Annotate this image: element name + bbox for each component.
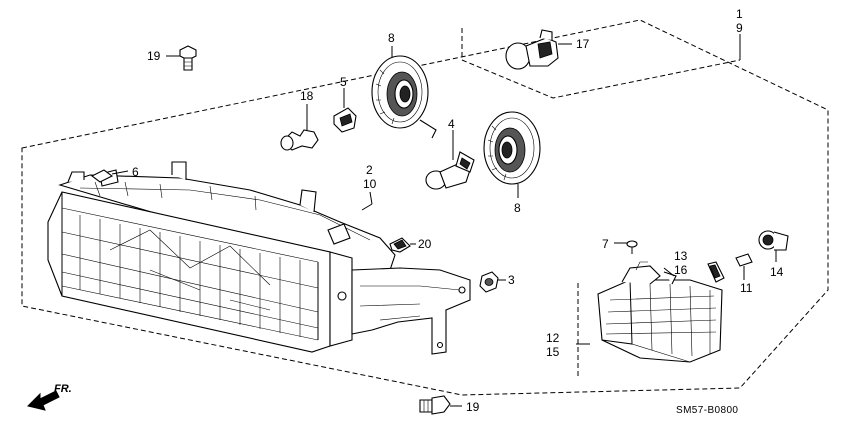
callout-4: 4: [448, 117, 455, 131]
callout-1: 1: [736, 7, 743, 21]
callout-3: 3: [508, 273, 515, 287]
part-8-cover-upper: [371, 46, 437, 139]
callout-2: 2: [366, 163, 373, 177]
callout-15: 15: [546, 345, 560, 359]
callout-6: 6: [132, 165, 139, 179]
callout-14: 14: [770, 265, 784, 279]
arrow-icon: [27, 390, 60, 411]
part-11-wedge-bulb: [707, 253, 753, 283]
front-direction-arrow: FR.: [27, 383, 72, 411]
callout-17: 17: [576, 37, 590, 51]
callout-5: 5: [340, 75, 347, 89]
part-5-socket: [333, 88, 357, 133]
callout-13: 13: [674, 249, 688, 263]
part-6-clip: [90, 169, 129, 183]
callout-16: 16: [674, 263, 688, 277]
callout-10: 10: [363, 177, 377, 191]
diagram-code: SM57-B0800: [676, 405, 738, 416]
part-17-bulb-socket: [505, 29, 572, 70]
part-18-bulb: [280, 104, 319, 151]
callout-12: 12: [546, 331, 560, 345]
callout-9: 9: [736, 21, 743, 35]
front-label: FR.: [54, 383, 72, 395]
assembly-boundary: [21, 19, 829, 396]
callout-19-bottom: 19: [466, 400, 480, 414]
callout-7: 7: [602, 237, 609, 251]
part-19-bolt-top: [166, 45, 197, 71]
part-20-clip: [389, 237, 416, 253]
part-4-halogen-bulb: [425, 130, 475, 190]
callout-8-lower: 8: [514, 201, 521, 215]
callout-labels: 1 9 2 10 3 4 5 6 7 8 8 11 12 15 13 16 14…: [132, 7, 784, 414]
part-3-nut: [479, 271, 506, 293]
part-7-screw: [614, 240, 638, 254]
leader-lines: [361, 34, 741, 345]
part-8-cover-lower: [483, 111, 541, 198]
callout-11: 11: [740, 281, 753, 295]
callout-20: 20: [418, 237, 432, 251]
callout-18: 18: [300, 89, 314, 103]
turn-signal-assembly: [597, 261, 723, 363]
part-19-bolt-bottom: [419, 395, 462, 415]
callout-8-upper: 8: [388, 31, 395, 45]
part-14-socket: [758, 230, 789, 262]
bulb-group-boundary: [461, 28, 741, 99]
callout-19-top: 19: [147, 49, 161, 63]
headlight-assembly: [47, 161, 471, 355]
